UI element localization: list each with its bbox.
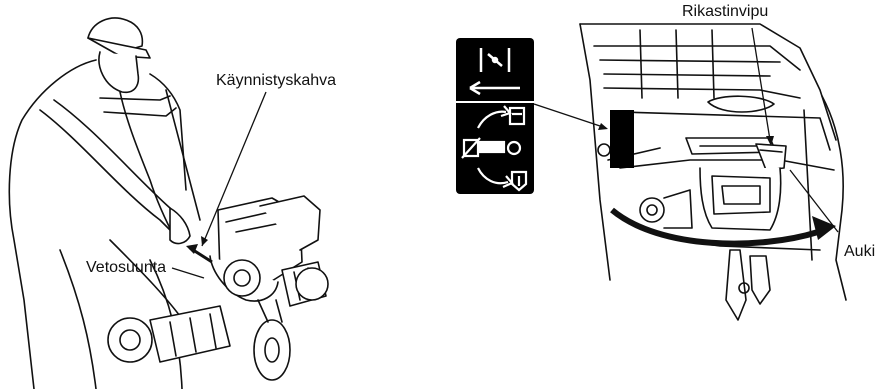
choke-lever-label: Rikastinvipu [682, 4, 768, 20]
open-position-label: Auki [844, 244, 875, 260]
